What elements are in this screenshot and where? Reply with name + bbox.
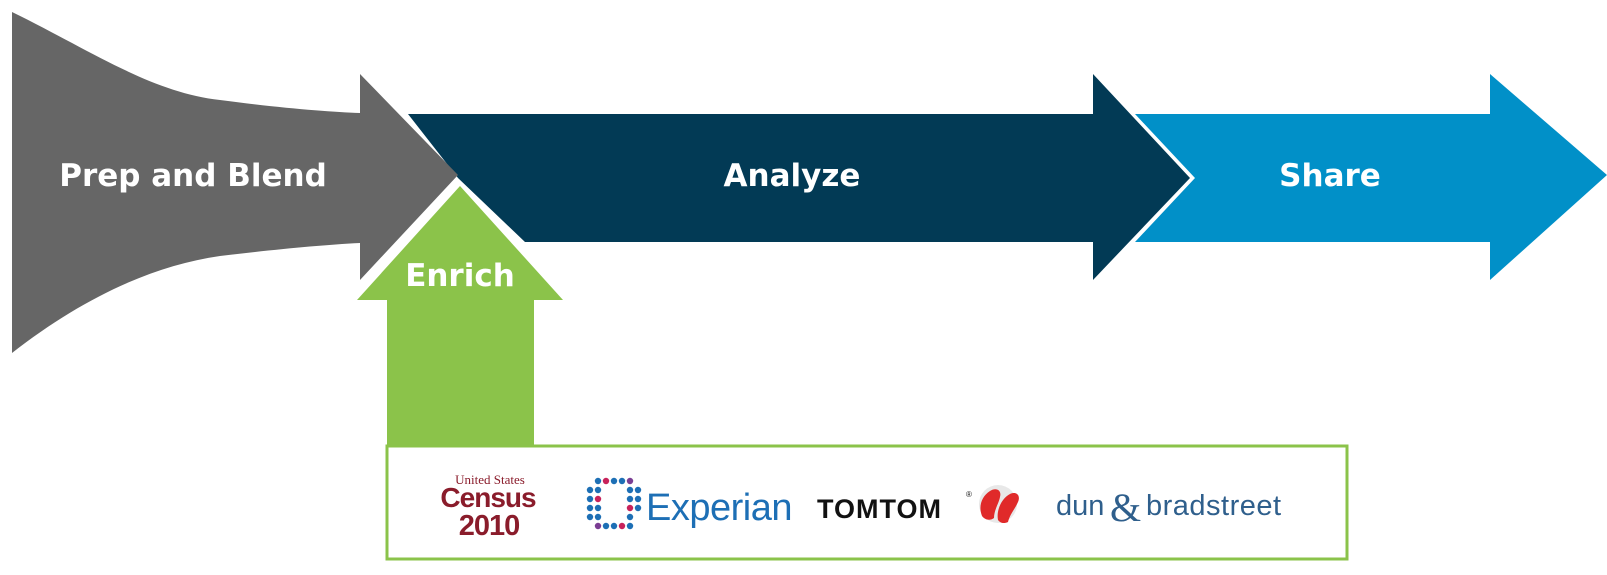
data-sources-box — [385, 444, 1349, 561]
analyze-arrow — [408, 74, 1190, 280]
data-sources-panel: United States Census 2010 — [385, 444, 1349, 561]
share-label: Share — [1279, 158, 1381, 194]
prep-blend-label: Prep and Blend — [59, 158, 327, 194]
tomtom-hands-icon — [979, 485, 1019, 524]
analyze-label: Analyze — [724, 158, 861, 194]
enrich-arrow — [357, 186, 563, 448]
prep-blend-arrow — [12, 12, 458, 353]
experian-logo-text: Experian — [646, 487, 792, 529]
share-arrow — [1135, 74, 1607, 280]
experian-dot-grid-icon — [586, 477, 642, 530]
tomtom-logo: TOMTOM ® — [817, 485, 1019, 524]
enrich-label: Enrich — [405, 258, 515, 294]
experian-logo: Experian — [586, 477, 792, 530]
census-logo-line1: United States — [455, 472, 525, 487]
dnb-logo-word1: dun — [1056, 490, 1104, 522]
dnb-logo-ampersand: & — [1110, 485, 1141, 530]
tomtom-logo-text: TOMTOM — [817, 494, 942, 524]
dnb-logo-word2: bradstreet — [1146, 490, 1282, 522]
tomtom-registered-mark: ® — [966, 490, 972, 499]
census-logo-line2: Census — [440, 482, 536, 513]
census-logo-line3: 2010 — [459, 510, 520, 542]
census-logo: United States Census 2010 — [440, 472, 537, 542]
dnb-logo: dun & bradstreet — [1056, 485, 1282, 530]
